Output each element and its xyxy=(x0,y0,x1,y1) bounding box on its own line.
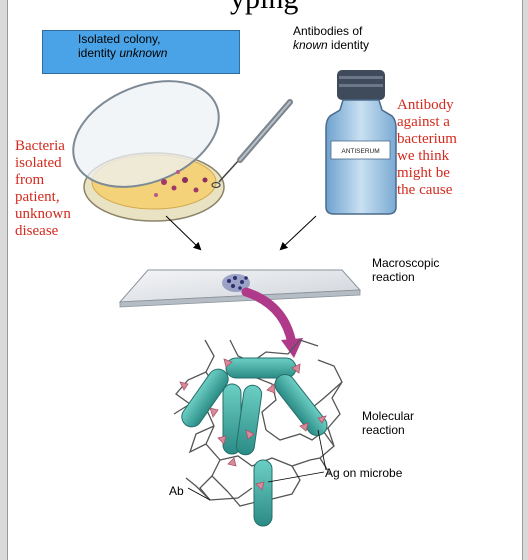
antibody-line: might be xyxy=(397,165,450,181)
antigen-markers xyxy=(179,358,327,491)
antibody-against-label: Antibody against a bacterium we think mi… xyxy=(397,97,457,199)
antiserum-bottle: ANTISERUM xyxy=(325,70,397,215)
leader-ab xyxy=(187,487,211,501)
ag-on-microbe-label: Ag on microbe xyxy=(325,466,403,480)
molecular-line1: Molecular xyxy=(362,409,415,423)
arrow-dish-to-slide xyxy=(165,215,202,251)
antigen xyxy=(266,383,276,394)
antiserum-text: ANTISERUM xyxy=(341,148,379,155)
molecular-label: Molecular reaction xyxy=(362,409,414,437)
arrow-bottle-to-slide xyxy=(279,215,317,251)
antibodies-italic: known xyxy=(293,38,328,52)
antibody-lattice xyxy=(173,339,343,507)
bacteria-line: from xyxy=(15,172,45,188)
bacteria-isolated-label: Bacteria isolated from patient, unknown … xyxy=(15,138,71,240)
antigen xyxy=(223,358,233,368)
glass-slide xyxy=(118,269,362,308)
colony-dot xyxy=(193,187,199,193)
colony-dot xyxy=(154,193,158,197)
colony-dot xyxy=(176,170,180,174)
bacteria-line: unknown xyxy=(15,206,71,222)
antigen xyxy=(291,363,301,374)
antibodies-line2: known identity xyxy=(293,38,369,52)
colony-dot xyxy=(171,185,177,191)
isolated-colony-label: Isolated colony, identity unknown xyxy=(78,32,167,60)
bacteria-line: disease xyxy=(15,223,59,239)
agglutination-spot xyxy=(222,274,250,292)
bacteria-group xyxy=(181,357,328,527)
antigen xyxy=(299,422,309,432)
ab-label: Ab xyxy=(169,484,184,498)
left-frame-border xyxy=(0,0,8,560)
bacterium-rod xyxy=(253,459,273,527)
antibodies-label: Antibodies of known identity xyxy=(293,24,369,52)
zoom-arrow xyxy=(241,287,303,358)
antibody-line: we think xyxy=(397,148,450,164)
macroscopic-label: Macroscopic reaction xyxy=(372,256,439,284)
bacterium-rod xyxy=(274,374,328,436)
macroscopic-line1: Macroscopic xyxy=(372,256,440,270)
antibodies-suffix: identity xyxy=(327,38,370,52)
bacterium-rod xyxy=(235,384,263,456)
colony-dot xyxy=(202,177,208,183)
bacterium-rod xyxy=(181,368,229,428)
petri-dish-lid xyxy=(72,80,220,188)
antibody-line: against a xyxy=(397,114,450,130)
antigen xyxy=(255,481,265,491)
bottle-label xyxy=(330,140,391,160)
antigen xyxy=(227,457,237,467)
slide-heading-fragment: yping xyxy=(230,0,298,16)
isolated-colony-box xyxy=(42,30,240,74)
inoculating-loop xyxy=(211,99,293,189)
isolated-colony-line2: identity unknown xyxy=(78,46,167,60)
colony-dot xyxy=(161,179,167,185)
leader-ag-2 xyxy=(267,471,325,483)
antigen xyxy=(209,407,219,418)
antibody-line: bacterium xyxy=(397,131,457,147)
isolated-colony-line1: Isolated colony, xyxy=(78,32,161,46)
antigen xyxy=(217,435,227,445)
bacteria-line: patient, xyxy=(15,189,60,205)
right-frame-border xyxy=(522,0,528,560)
isolated-colony-italic: unknown xyxy=(119,46,168,60)
petri-dish xyxy=(72,80,225,222)
bacteria-line: Bacteria xyxy=(15,138,65,154)
macroscopic-line2: reaction xyxy=(372,270,415,284)
antigen xyxy=(317,415,327,424)
isolated-colony-prefix: identity xyxy=(78,46,120,60)
antigen xyxy=(179,381,189,391)
bacteria-line: isolated xyxy=(15,155,62,171)
antigen xyxy=(245,429,255,440)
antibody-line: the cause xyxy=(397,182,453,198)
leader-ag-1 xyxy=(317,429,327,471)
antibodies-line1: Antibodies of xyxy=(293,24,363,38)
molecular-line2: reaction xyxy=(362,423,405,437)
colony-dot xyxy=(182,177,188,183)
antibody-line: Antibody xyxy=(397,97,454,113)
